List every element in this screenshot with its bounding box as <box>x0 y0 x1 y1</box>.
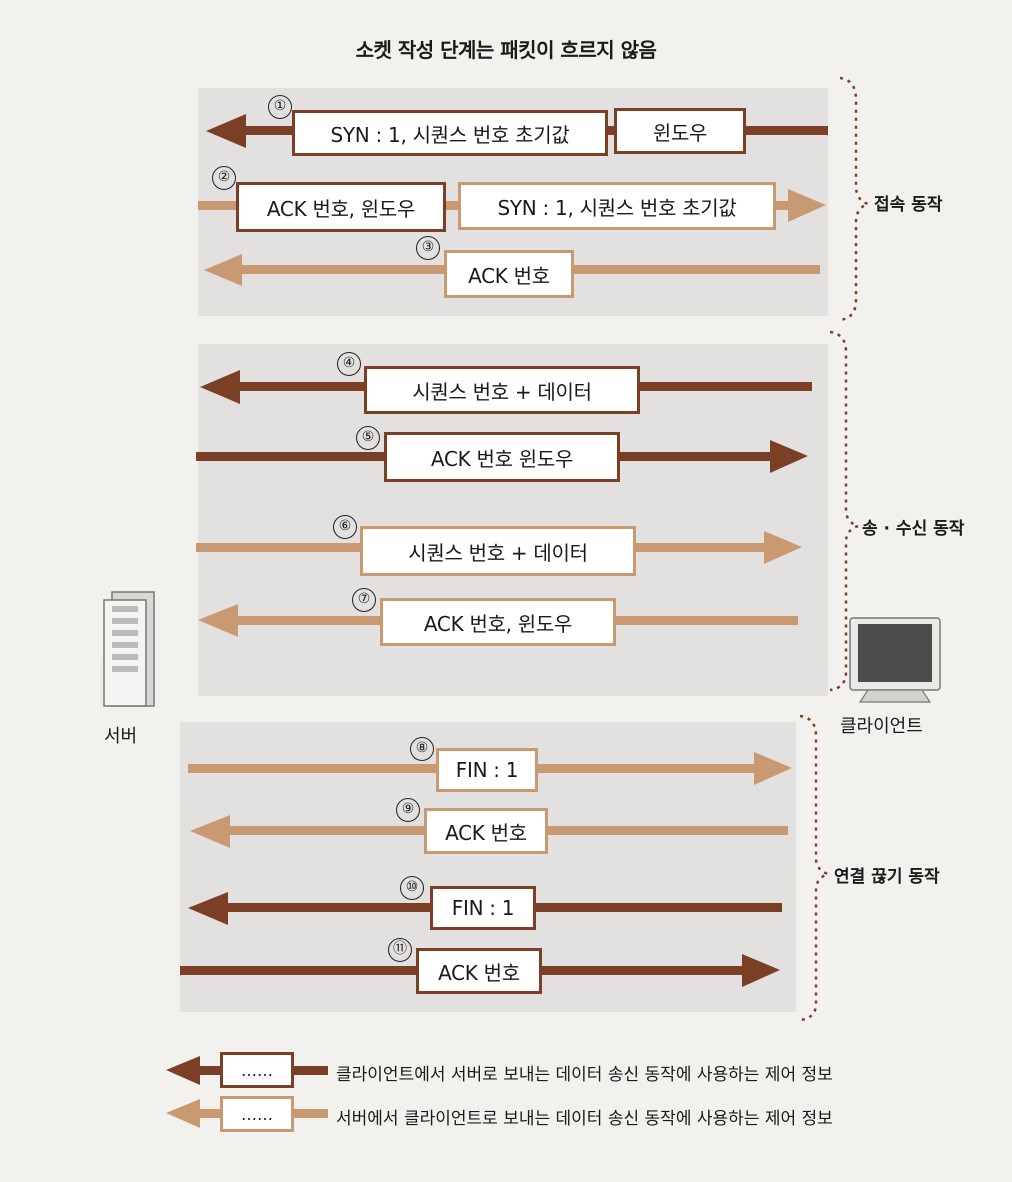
step-2-box-2: SYN : 1, 시퀀스 번호 초기값 <box>458 182 776 230</box>
step-1-box-1: SYN : 1, 시퀀스 번호 초기값 <box>292 110 608 156</box>
step-number-11: ⑪ <box>388 938 412 962</box>
step-number-2: ② <box>212 166 236 190</box>
step-number-6: ⑥ <box>333 515 357 539</box>
step-10-box-1: FIN : 1 <box>430 886 536 930</box>
transfer-phase-label: 송 · 수신 동작 <box>862 519 965 539</box>
step-11-box-1: ACK 번호 <box>416 948 542 994</box>
legend-dark-text: 클라이언트에서 서버로 보내는 데이터 송신 동작에 사용하는 제어 정보 <box>336 1065 833 1085</box>
step-3-box-1: ACK 번호 <box>444 250 574 298</box>
step-8-box-1: FIN : 1 <box>436 748 538 792</box>
step-6-box-1: 시퀀스 번호 + 데이터 <box>360 526 636 576</box>
client-label: 클라이언트 <box>840 716 923 737</box>
server-tower-icon <box>100 591 155 707</box>
step-4-box-1: 시퀀스 번호 + 데이터 <box>364 366 640 414</box>
step-number-5: ⑤ <box>356 426 380 450</box>
step-number-3: ③ <box>416 236 440 260</box>
step-number-7: ⑦ <box>352 588 376 612</box>
legend-dark-box: …… <box>220 1052 294 1088</box>
server-label: 서버 <box>104 726 138 747</box>
step-number-1: ① <box>268 95 292 119</box>
step-9-box-1: ACK 번호 <box>424 808 548 854</box>
disconnect-phase-brace <box>799 714 832 1022</box>
connect-phase-brace <box>839 76 872 322</box>
diagram-title: 소켓 작성 단계는 패킷이 흐르지 않음 <box>355 38 657 62</box>
legend-light-box: …… <box>220 1096 294 1132</box>
monitor-icon <box>849 617 941 703</box>
legend-light-text: 서버에서 클라이언트로 보내는 데이터 송신 동작에 사용하는 제어 정보 <box>336 1109 833 1129</box>
connect-phase-label: 접속 동작 <box>874 195 943 215</box>
step-1-box-2: 윈도우 <box>614 108 746 154</box>
step-2-box-1: ACK 번호, 윈도우 <box>236 182 446 232</box>
step-5-box-1: ACK 번호 윈도우 <box>384 432 620 482</box>
step-7-box-1: ACK 번호, 윈도우 <box>380 598 616 646</box>
step-number-10: ⑩ <box>400 876 424 900</box>
step-number-4: ④ <box>337 352 361 376</box>
step-number-8: ⑧ <box>410 737 434 761</box>
step-number-9: ⑨ <box>396 798 420 822</box>
disconnect-phase-label: 연결 끊기 동작 <box>834 867 940 887</box>
